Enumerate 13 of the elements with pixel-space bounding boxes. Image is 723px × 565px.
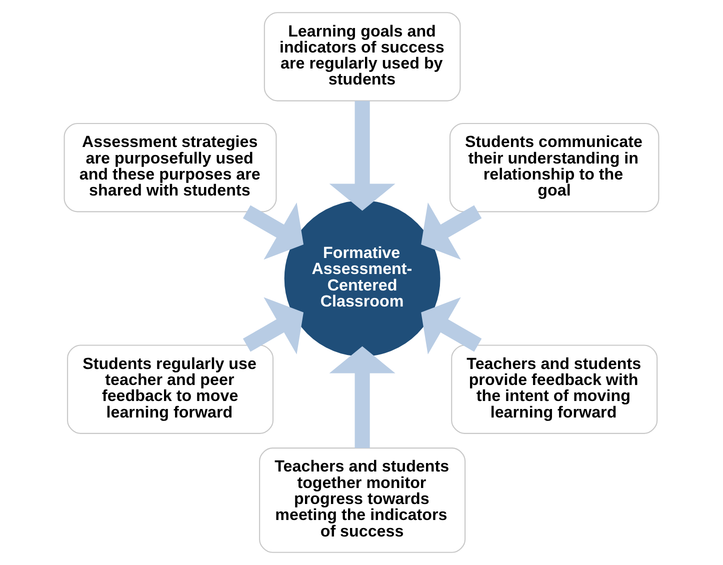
node-box: Students regularly use teacher and peer feedback to move learning forward [67, 344, 274, 434]
arrow [421, 202, 482, 260]
node-box: Assessment strategies are purposefully used and these purposes are shared with students [64, 122, 277, 212]
arrow [329, 346, 396, 448]
node-box: Students communicate their understanding in relationship to the goal [449, 122, 660, 212]
node-box: Teachers and students provide feedback with the intent of moving learning forward [451, 344, 658, 434]
node-box: Learning goals and indicators of success are regularly used by students [264, 12, 461, 102]
arrow [242, 297, 304, 354]
node-circle: Formative Assessment-Centered Classroom [284, 200, 440, 356]
arrow [421, 297, 482, 354]
arrow [329, 101, 396, 211]
node-box: Teachers and students together monitor progress towards meeting the indicators of success [259, 448, 466, 553]
arrow [242, 202, 304, 260]
